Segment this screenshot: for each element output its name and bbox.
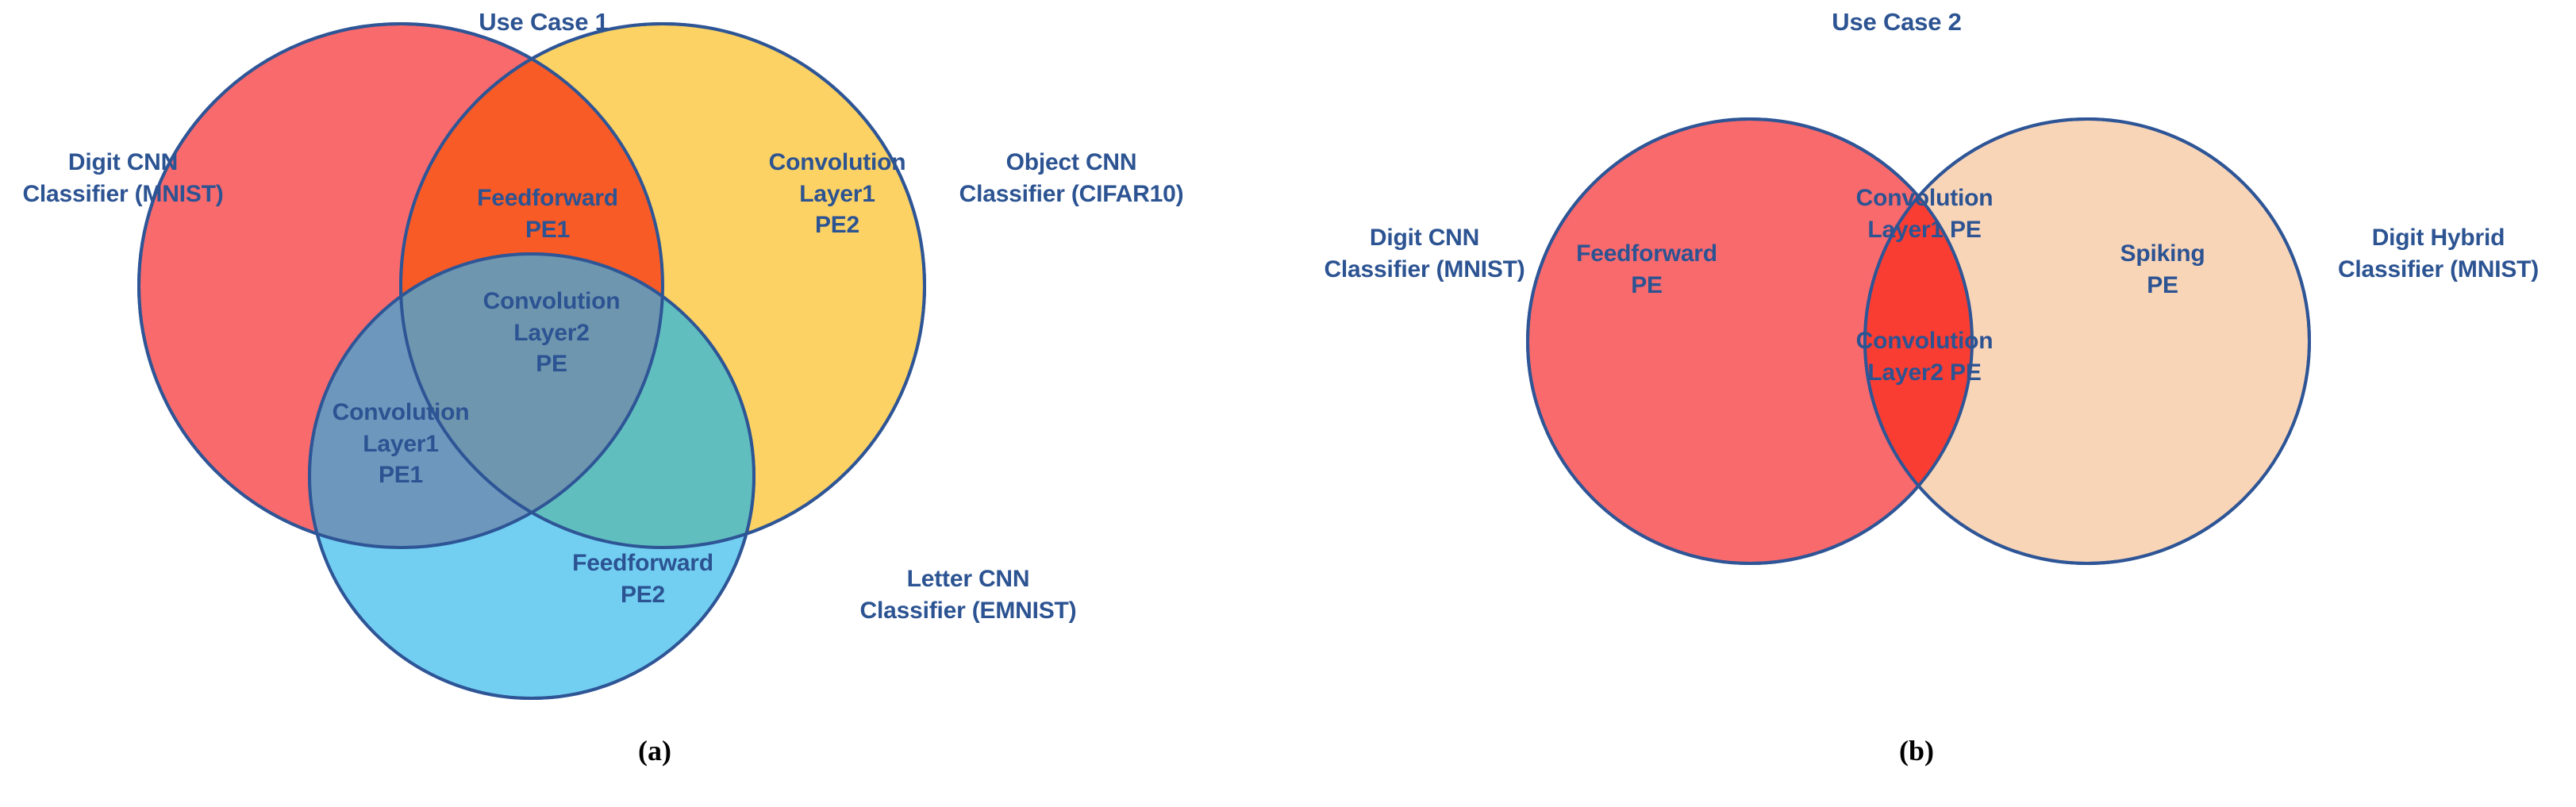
venn-a-region-label-all-three: Convolution Layer2 PE — [483, 288, 621, 378]
venn-b-title: Use Case 2 — [1832, 8, 1962, 36]
venn-b-outer-label-digit-hybrid: Digit Hybrid Classifier (MNIST) — [2337, 225, 2539, 282]
figure-caption-a: (a) — [638, 735, 671, 767]
venn-b-region-label-cnn-hybrid-bottom: Convolution Layer2 PE — [1855, 328, 1994, 386]
venn-a-outer-label-digit-cnn: Digit CNN Classifier (MNIST) — [22, 149, 224, 207]
venn-a-title: Use Case 1 — [479, 8, 609, 36]
venn-a-region-label-object-cnn: Convolution Layer1 PE2 — [768, 149, 906, 239]
venn-b-region-label-digit-hybrid: Spiking PE — [2120, 240, 2205, 298]
venn-a-region-label-letter-cnn: Feedforward PE2 — [572, 550, 713, 608]
venn-a-region-label-digit-object: Feedforward PE1 — [477, 185, 618, 243]
venn-a-region-label-digit-letter: Convolution Layer1 PE1 — [332, 399, 470, 489]
figure-caption-b: (b) — [1899, 735, 1934, 767]
venn-a-outer-label-letter-cnn: Letter CNN Classifier (EMNIST) — [859, 566, 1077, 624]
venn-a-outer-label-object-cnn: Object CNN Classifier (CIFAR10) — [959, 149, 1184, 207]
venn-b-region-label-cnn-hybrid-top: Convolution Layer1 PE — [1855, 185, 1994, 243]
venn-b-outer-label-digit-cnn: Digit CNN Classifier (MNIST) — [1324, 225, 1525, 282]
venn-b-region-label-digit-cnn: Feedforward PE — [1576, 240, 1717, 298]
